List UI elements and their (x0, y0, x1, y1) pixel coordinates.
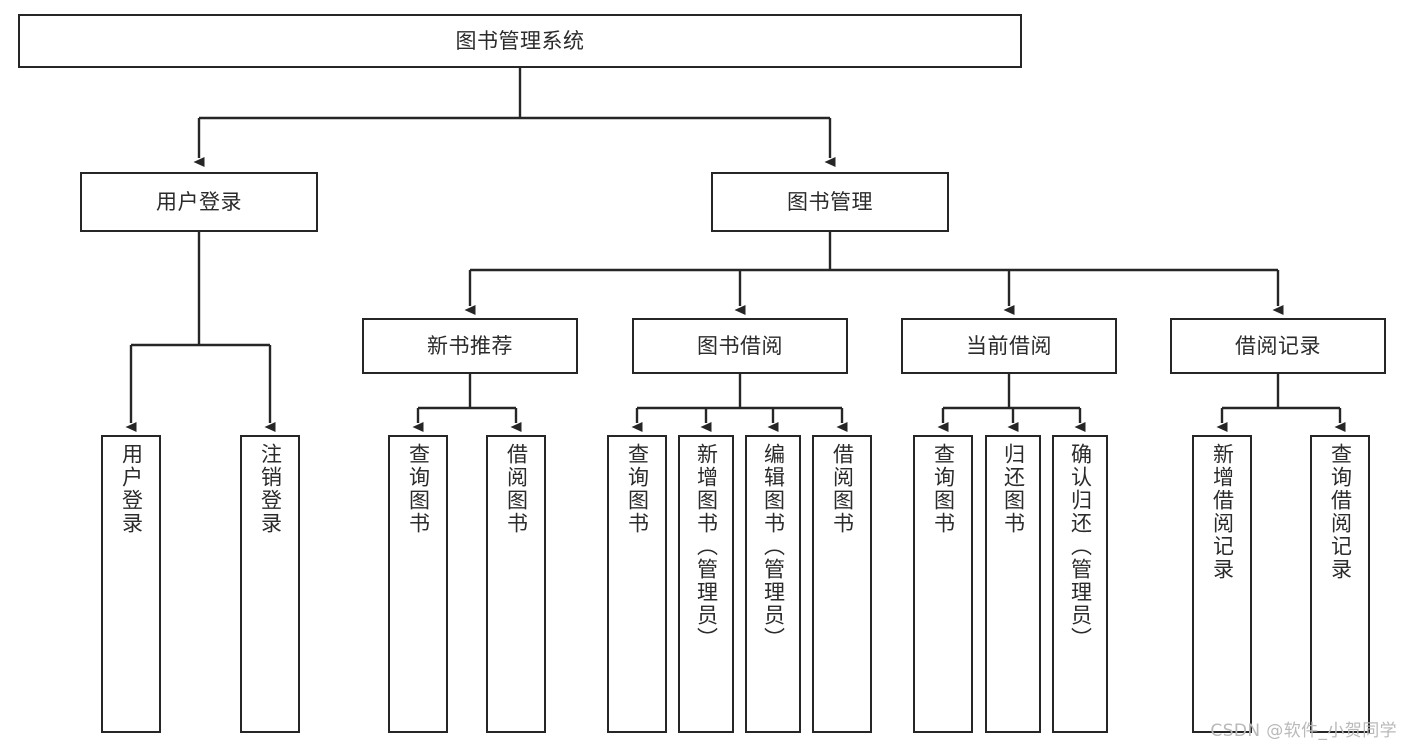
edges-book-borrow-to-leaves (631, 374, 848, 432)
watermark-text: CSDN @软件_小贺同学 (1210, 721, 1397, 741)
edges-borrow-record-to-leaves (1216, 374, 1346, 432)
node-leaf-add-book-admin[interactable]: 新增图书（管理员） (678, 435, 734, 733)
node-leaf-return-book-label: 归还图书 (1001, 443, 1026, 535)
node-book-borrow-label: 图书借阅 (697, 333, 783, 358)
node-leaf-borrow-book-2[interactable]: 借阅图书 (812, 435, 872, 733)
node-user-login-label: 用户登录 (156, 189, 242, 214)
node-leaf-confirm-return-admin[interactable]: 确认归还（管理员） (1052, 435, 1108, 733)
node-root[interactable]: 图书管理系统 (18, 14, 1022, 68)
node-leaf-user-login[interactable]: 用户登录 (101, 435, 161, 733)
node-borrow-record-label: 借阅记录 (1235, 333, 1321, 358)
node-leaf-return-book[interactable]: 归还图书 (985, 435, 1041, 733)
node-leaf-edit-book-admin[interactable]: 编辑图书（管理员） (745, 435, 801, 733)
node-current-borrow-label: 当前借阅 (966, 333, 1052, 358)
node-leaf-query-book-1[interactable]: 查询图书 (388, 435, 448, 733)
node-book-borrow[interactable]: 图书借阅 (632, 318, 848, 374)
node-leaf-borrow-book-1-label: 借阅图书 (504, 443, 529, 535)
node-leaf-add-borrow-record[interactable]: 新增借阅记录 (1192, 435, 1252, 733)
node-borrow-record[interactable]: 借阅记录 (1170, 318, 1386, 374)
node-leaf-user-logout-label: 注销登录 (258, 443, 283, 535)
edges-user-login-to-leaves (125, 232, 276, 432)
node-new-book-recommend[interactable]: 新书推荐 (362, 318, 578, 374)
node-leaf-query-book-1-label: 查询图书 (406, 443, 431, 535)
node-leaf-query-borrow-record[interactable]: 查询借阅记录 (1310, 435, 1370, 733)
edges-book-manage-to-level3 (464, 232, 1284, 315)
node-leaf-user-logout[interactable]: 注销登录 (240, 435, 300, 733)
node-leaf-add-book-admin-label: 新增图书（管理员） (694, 443, 719, 650)
edges-root-to-level2 (193, 68, 836, 167)
node-current-borrow[interactable]: 当前借阅 (901, 318, 1117, 374)
node-book-manage-label: 图书管理 (787, 189, 873, 214)
node-leaf-borrow-book-2-label: 借阅图书 (830, 443, 855, 535)
node-leaf-borrow-book-1[interactable]: 借阅图书 (486, 435, 546, 733)
node-leaf-user-login-label: 用户登录 (119, 443, 144, 535)
edges-new-book-recommend-to-leaves (412, 374, 522, 432)
node-leaf-confirm-return-admin-label: 确认归还（管理员） (1068, 443, 1093, 650)
node-new-book-recommend-label: 新书推荐 (427, 333, 513, 358)
node-leaf-query-book-2[interactable]: 查询图书 (607, 435, 667, 733)
node-root-label: 图书管理系统 (455, 28, 585, 53)
node-book-manage[interactable]: 图书管理 (711, 172, 949, 232)
node-leaf-query-book-3-label: 查询图书 (931, 443, 956, 535)
node-leaf-query-book-2-label: 查询图书 (625, 443, 650, 535)
node-leaf-query-book-3[interactable]: 查询图书 (913, 435, 973, 733)
node-user-login[interactable]: 用户登录 (80, 172, 318, 232)
edges-current-borrow-to-leaves (937, 374, 1086, 432)
node-leaf-edit-book-admin-label: 编辑图书（管理员） (761, 443, 786, 650)
node-leaf-query-borrow-record-label: 查询借阅记录 (1328, 443, 1353, 581)
node-leaf-add-borrow-record-label: 新增借阅记录 (1210, 443, 1235, 581)
